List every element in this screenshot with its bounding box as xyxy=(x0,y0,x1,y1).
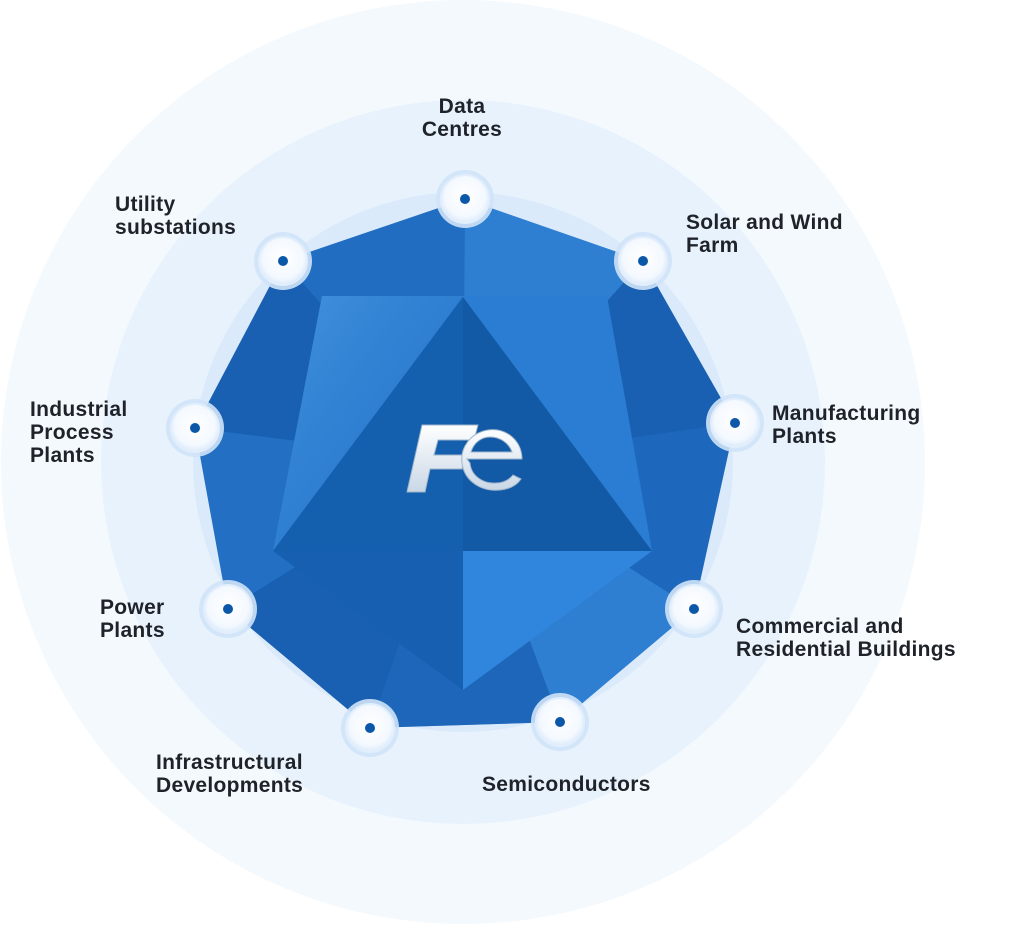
label-line: Power xyxy=(100,596,165,619)
label-line: Plants xyxy=(100,619,165,642)
node-solar-wind xyxy=(614,232,672,290)
fe-logo-e xyxy=(461,429,523,491)
node-commercial-residential xyxy=(665,580,723,638)
label-infrastructural: Infrastructural Developments xyxy=(156,751,303,797)
node-dot xyxy=(223,604,233,614)
node-dot xyxy=(460,194,470,204)
label-line: Residential Buildings xyxy=(736,638,956,661)
node-dot xyxy=(278,256,288,266)
label-commercial-residential: Commercial and Residential Buildings xyxy=(736,615,956,661)
label-solar-wind: Solar and Wind Farm xyxy=(686,211,843,257)
label-manufacturing: Manufacturing Plants xyxy=(772,402,921,448)
lower-left-facet xyxy=(273,551,463,690)
node-industrial-process xyxy=(166,399,224,457)
fe-logo: Fe xyxy=(406,424,523,493)
label-industrial-process: Industrial Process Plants xyxy=(30,398,128,467)
label-line: Manufacturing xyxy=(772,402,921,425)
label-line: Plants xyxy=(772,425,837,448)
label-line: Semiconductors xyxy=(482,773,651,796)
label-line: Process xyxy=(30,421,114,444)
label-line: Plants xyxy=(30,444,95,467)
node-markers xyxy=(166,170,764,757)
label-line: substations xyxy=(115,216,237,239)
label-utility-substations: Utility substations xyxy=(115,193,236,239)
node-infrastructural xyxy=(341,699,399,757)
node-dot xyxy=(689,604,699,614)
label-semiconductors: Semiconductors xyxy=(482,773,651,796)
node-power-plants xyxy=(199,580,257,638)
label-line: Utility xyxy=(115,193,176,216)
label-line: Farm xyxy=(686,234,739,257)
label-data-centres: Data Centres xyxy=(400,95,524,141)
label-line: Industrial xyxy=(30,398,128,421)
inner-shine xyxy=(273,296,463,551)
label-line: Data xyxy=(438,95,486,118)
node-dot xyxy=(730,418,740,428)
node-utility-substations xyxy=(254,232,312,290)
node-dot xyxy=(365,723,375,733)
node-data-centres xyxy=(436,170,494,228)
node-dot xyxy=(190,423,200,433)
label-line: Developments xyxy=(156,774,304,797)
lower-right-facet xyxy=(463,551,652,690)
node-dot xyxy=(555,717,565,727)
node-manufacturing xyxy=(706,394,764,452)
label-line: Commercial and xyxy=(736,615,904,638)
node-semiconductors xyxy=(531,693,589,751)
label-line: Solar and Wind xyxy=(686,211,843,234)
label-power-plants: Power Plants xyxy=(100,596,165,642)
node-dot xyxy=(638,256,648,266)
label-line: Infrastructural xyxy=(156,751,303,774)
label-line: Centres xyxy=(421,118,503,141)
